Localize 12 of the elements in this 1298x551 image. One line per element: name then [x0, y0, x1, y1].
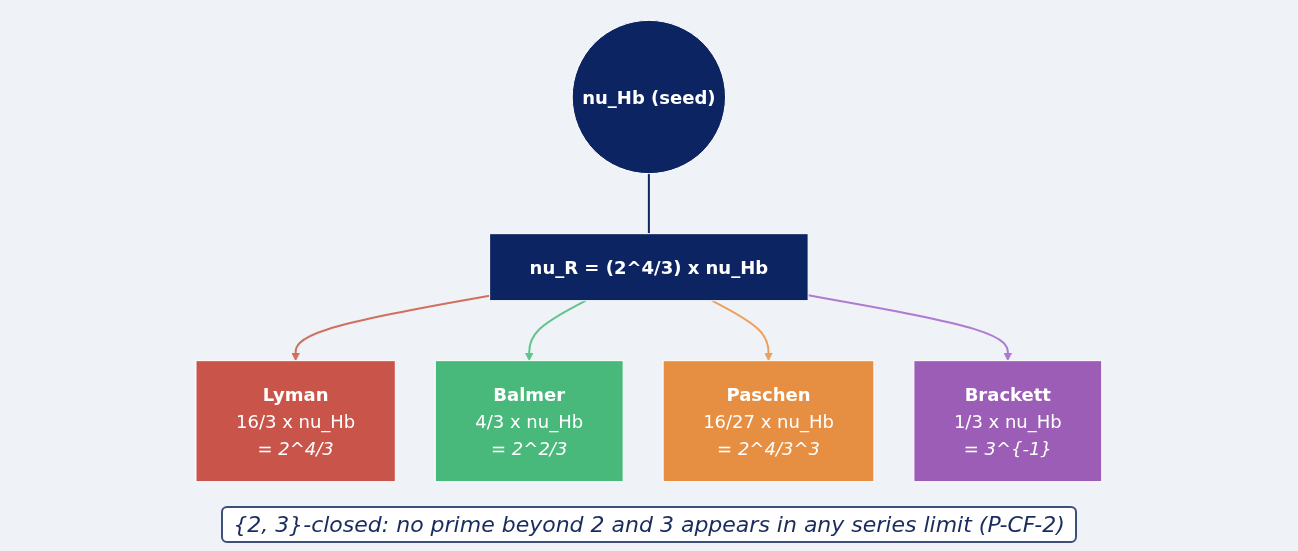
node-box: Paschen 16/27 x nu_Hb = 2^4/3^3	[662, 360, 875, 483]
node-circle: nu_Hb (seed)	[571, 19, 727, 175]
node-box: nu_R = (2^4/3) x nu_Hb	[489, 233, 809, 302]
node-box: Balmer 4/3 x nu_Hb = 2^2/3	[434, 360, 624, 483]
arrow	[711, 299, 774, 362]
arrow	[807, 294, 1013, 362]
arrow	[524, 299, 587, 362]
arrow	[291, 294, 491, 362]
node-box: Brackett 1/3 x nu_Hb = 3^{-1}	[913, 360, 1103, 483]
caption: {2, 3}-closed: no prime beyond 2 and 3 appears in any series limit (P-CF-2)	[221, 506, 1077, 543]
connector	[648, 172, 650, 235]
node-box: Lyman 16/3 x nu_Hb = 2^4/3	[195, 360, 396, 483]
